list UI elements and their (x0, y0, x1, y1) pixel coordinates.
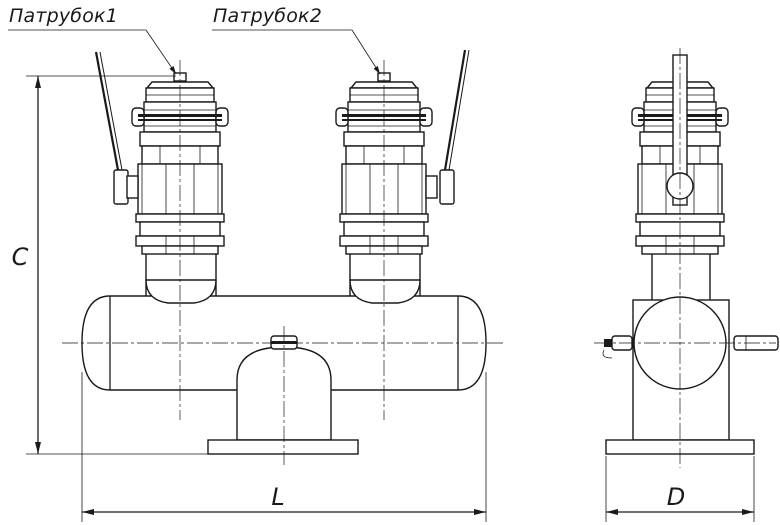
dimension-l-label: L (271, 483, 284, 511)
label-nozzle-2: Патрубок2 (212, 5, 381, 75)
dimension-c-label: C (12, 243, 29, 271)
valve-handle-right (425, 49, 470, 205)
valve-handle-left (94, 51, 139, 205)
dimension-c: C (12, 75, 208, 455)
side-view (594, 48, 779, 468)
dimension-l: L (81, 372, 487, 522)
nozzle-2-label: Патрубок2 (213, 5, 322, 27)
dimension-d-label: D (667, 483, 685, 511)
nozzle-1-label: Патрубок1 (9, 5, 118, 27)
label-nozzle-1: Патрубок1 (8, 5, 177, 75)
dimension-d: D (605, 456, 755, 522)
front-view (62, 49, 506, 465)
